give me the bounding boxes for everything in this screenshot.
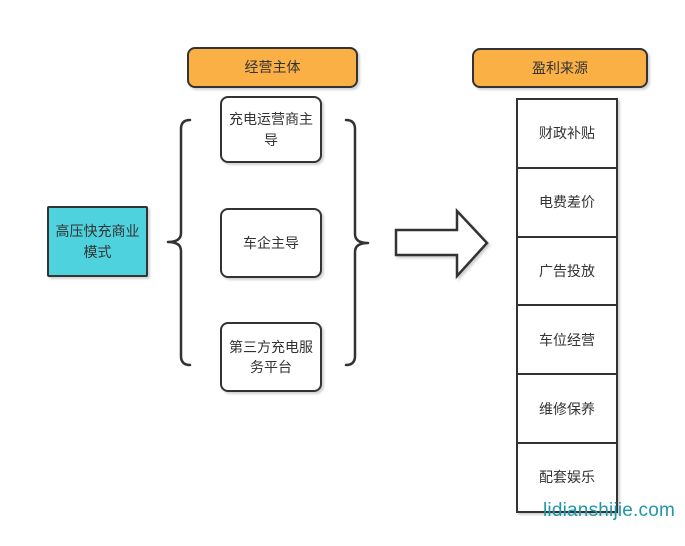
- operator-node-charging-operator: 充电运营商主导: [220, 96, 322, 163]
- profit-cell-electricity-margin: 电费差价: [518, 169, 616, 238]
- operator-node-third-party-platform: 第三方充电服务平台: [220, 322, 322, 392]
- profit-cell-subsidy: 财政补贴: [518, 100, 616, 169]
- root-node: 高压快充商业模式: [47, 206, 148, 277]
- left-curly-brace: [166, 118, 192, 367]
- profit-sources-column: 财政补贴 电费差价 广告投放 车位经营 维修保养 配套娱乐: [516, 98, 618, 513]
- operator-node-automaker: 车企主导: [220, 208, 322, 278]
- profit-cell-advertising: 广告投放: [518, 238, 616, 307]
- arrow-right-icon: [394, 207, 489, 280]
- profits-header: 盈利来源: [472, 48, 648, 88]
- profit-cell-entertainment: 配套娱乐: [539, 469, 595, 486]
- operators-header: 经营主体: [187, 47, 358, 88]
- profit-cell-maintenance: 维修保养: [518, 375, 616, 445]
- right-curly-brace: [344, 118, 370, 367]
- watermark-text: lidianshijie.com: [543, 500, 676, 521]
- profit-cell-parking: 车位经营: [518, 306, 616, 376]
